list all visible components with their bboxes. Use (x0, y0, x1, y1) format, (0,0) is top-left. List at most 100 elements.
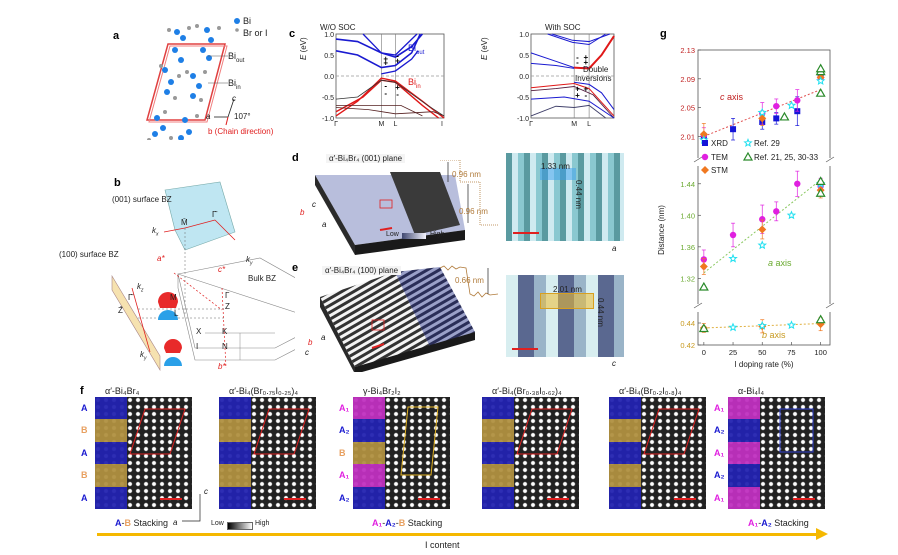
stacking-layer-tile (482, 397, 514, 420)
angle-label: 107° (234, 112, 251, 121)
arrow-head-icon (816, 528, 828, 540)
panel-d-title: α′-Bi₄Br₄ (001) plane (326, 154, 406, 163)
double-inversions-line2: Inversions (575, 74, 612, 83)
bulk-bz (177, 257, 295, 349)
stacking-layer-tile (353, 419, 385, 442)
y-axis-label: Distance (nm) (657, 205, 666, 255)
y-tick-label: 2.01 (680, 132, 695, 141)
colorbar-high-d: High (430, 231, 445, 238)
data-point-tem (759, 216, 766, 223)
colorbar-f (227, 522, 253, 530)
stacking-layer-label: A₁ (339, 403, 350, 413)
segment-label: c axis (720, 92, 744, 102)
c-star-label: c* (218, 265, 226, 274)
band-line (574, 35, 615, 70)
x-tick-label: M (571, 121, 577, 126)
stacking-layer-tile (609, 419, 641, 442)
data-point-ref21 (815, 188, 826, 197)
data-point-xrd (702, 140, 708, 146)
stacking-layer-tile (353, 486, 385, 509)
red-dirac-cone-icon (158, 292, 178, 308)
data-point-ref21 (815, 314, 826, 324)
legend-item: STM (701, 166, 728, 175)
stacking-layer-label: A₁ (339, 470, 350, 481)
x-tick-label: 100 (814, 348, 827, 357)
data-point-tem (729, 231, 737, 239)
x-tick-label: I (441, 121, 443, 126)
legend-item: Ref. 21, 25, 30-33 (742, 151, 819, 162)
stacking-layer-tile (609, 441, 641, 465)
surface-bz-001 (164, 181, 236, 251)
legend-halogen-label: Br or I (243, 28, 268, 38)
double-inversions-line1: Double (583, 65, 609, 74)
series-ref-21-25-30-33 (698, 314, 826, 333)
y-tick-label: 2.05 (680, 104, 695, 113)
y-tick-label: 0.5 (324, 53, 334, 60)
panel-label-d: d (292, 152, 299, 164)
band-line (381, 50, 419, 75)
x-tick-label: Γ (529, 121, 533, 126)
z-label: Z (225, 302, 230, 311)
band-line (530, 52, 590, 69)
stacking-layer-tile (219, 486, 251, 509)
stacking-layer-tile (353, 441, 385, 465)
axis-a-label-a: a (206, 112, 211, 121)
series-ref-21-25-30-33 (698, 176, 826, 291)
stacking-layer-tile (219, 464, 251, 487)
stacking-layer-tile (95, 397, 127, 420)
data-point-xrd (730, 126, 737, 133)
data-point-ref21 (815, 176, 826, 185)
series-stm (699, 181, 825, 275)
band-line (574, 81, 615, 110)
series-ref-29 (728, 320, 797, 332)
stacking-layer-label: B (339, 447, 346, 458)
data-point-tem (794, 97, 801, 104)
parity-sign: - (384, 89, 387, 98)
data-point-ref21 (815, 87, 826, 97)
axis-break-mark (825, 156, 835, 163)
stacking-layer-tile (728, 441, 760, 465)
y-axis-label-c1: E (eV) (299, 37, 308, 60)
colorbar-low-f: Low (211, 520, 224, 527)
unit-cell-highlight-e (540, 293, 594, 309)
scale-bar-d-inset (513, 232, 539, 234)
stacking-layer-tile (482, 486, 514, 509)
terrace-lower (390, 172, 460, 235)
y-tick-label: 0.5 (519, 53, 529, 60)
y-tick-label: 0.0 (324, 74, 334, 81)
data-point-stm (699, 262, 708, 271)
legend-icons-a (234, 18, 240, 32)
lattice-constant-chart: 2.012.052.092.13c axis1.321.361.401.44a … (657, 46, 835, 369)
inset-height-d: 0.44 nm (574, 180, 583, 209)
band-line (335, 33, 424, 58)
stem-image-title: γ-Bi₄Br₂I₂ (363, 386, 401, 396)
with-soc-title: With SOC (545, 23, 581, 32)
parity-sign: + (383, 59, 388, 68)
stacking-layer-tile (219, 397, 251, 420)
data-point-stm (701, 166, 709, 174)
i-content-label: I content (425, 540, 460, 550)
bi-out-annotation: Biout (408, 43, 425, 56)
parity-sign: - (396, 90, 399, 99)
legend-item: Ref. 29 (743, 138, 780, 148)
surface-100-label: (100) surface BZ (59, 250, 119, 259)
stm-topography-100 (320, 267, 475, 372)
axis-break-mark (825, 302, 835, 309)
step-height-profile-d (440, 160, 498, 226)
scale-bar (379, 227, 393, 231)
ky-label: ky (246, 255, 253, 267)
unit-cell-frame (516, 408, 573, 500)
y-axis-label-c2: E (eV) (480, 37, 489, 60)
x-tick-label: M (378, 121, 384, 126)
step-height-profile-e (440, 265, 499, 298)
panel-label-c: c (289, 28, 296, 40)
stem-image-title: α′-Bi₄Br₄ (105, 386, 140, 396)
data-point-ref29 (757, 320, 768, 330)
y-tick-label: 1.32 (680, 274, 695, 283)
parity-sign: + (395, 83, 400, 92)
inset-axis-e: c (612, 359, 616, 368)
fit-line (703, 179, 821, 274)
series-ref-21-25-30-33 (779, 63, 826, 121)
chain-direction-label: b (Chain direction) (208, 127, 274, 136)
